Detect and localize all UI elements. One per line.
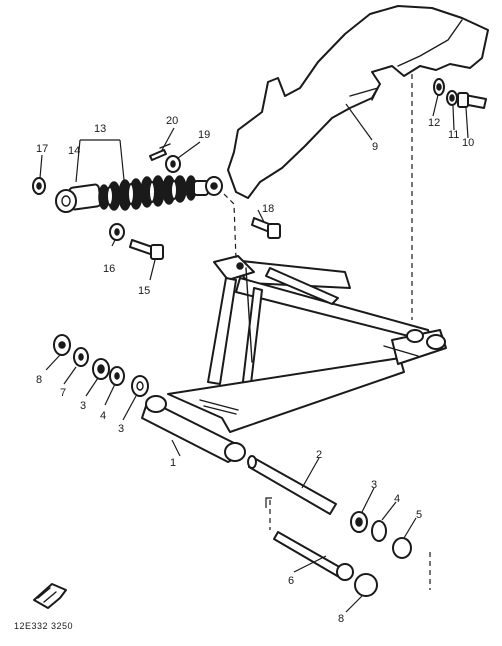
right-oil-seal: [350, 511, 368, 533]
callout-16: 16: [103, 263, 115, 275]
callout-17: 17: [36, 143, 48, 155]
diagram-code: 12E332 3250: [14, 621, 73, 631]
left-bushing: [109, 366, 125, 386]
callout-18: 18: [262, 203, 274, 215]
left-washer: [73, 347, 89, 367]
callout-3-right: 3: [371, 479, 377, 491]
callout-8-left: 8: [36, 374, 42, 386]
cotter-pin: [149, 143, 171, 161]
callout-6: 6: [288, 575, 294, 587]
callout-11: 11: [448, 129, 459, 141]
pivot-bolt: [273, 531, 354, 581]
alignment-lines: [223, 74, 431, 590]
callout-4-right: 4: [394, 493, 400, 505]
callout-9: 9: [372, 141, 378, 153]
callout-12: 12: [428, 117, 440, 129]
shock-upper-collar: [55, 189, 77, 213]
callout-2: 2: [316, 449, 322, 461]
right-bushing: [371, 520, 387, 542]
fender-collar: [433, 78, 445, 96]
callout-3-mid: 3: [80, 400, 86, 412]
left-cap: [53, 334, 71, 356]
shock-washer-lower: [109, 223, 125, 241]
callout-10: 10: [462, 137, 474, 149]
left-oil-seal: [131, 375, 149, 397]
swingarm: [141, 255, 447, 463]
shock-washer-upper: [165, 155, 181, 173]
callout-5: 5: [416, 509, 422, 521]
right-thrust-cover: [392, 537, 412, 559]
callout-15: 15: [138, 285, 150, 297]
right-cap: [354, 573, 378, 597]
callout-19: 19: [198, 129, 210, 141]
shock-cap: [32, 177, 46, 195]
callout-13: 13: [94, 123, 106, 135]
rear-fender-chain-guard: [227, 5, 489, 199]
callout-14: 14: [68, 145, 80, 157]
pivot-shaft: [247, 455, 337, 515]
callout-1: 1: [170, 457, 176, 469]
front-direction-arrow-icon: [33, 583, 67, 609]
callout-4-left: 4: [100, 410, 106, 422]
callout-7: 7: [60, 387, 66, 399]
callout-20: 20: [166, 115, 178, 127]
fender-bolt: [457, 92, 487, 109]
fender-washer: [446, 90, 458, 106]
rear-shock-absorber: [68, 175, 223, 211]
callout-labels: 1 2 3 3 3 4 4 5 6 7 8 8 9 10 11 12 13 14…: [36, 115, 474, 625]
callout-8-right: 8: [338, 613, 344, 625]
leader-lines: [39, 94, 469, 613]
callout-3-left: 3: [118, 423, 124, 435]
left-thrust-cover: [92, 358, 110, 380]
shock-mount-bolt: [129, 239, 164, 260]
swingarm-upper-bolt: [251, 217, 281, 239]
